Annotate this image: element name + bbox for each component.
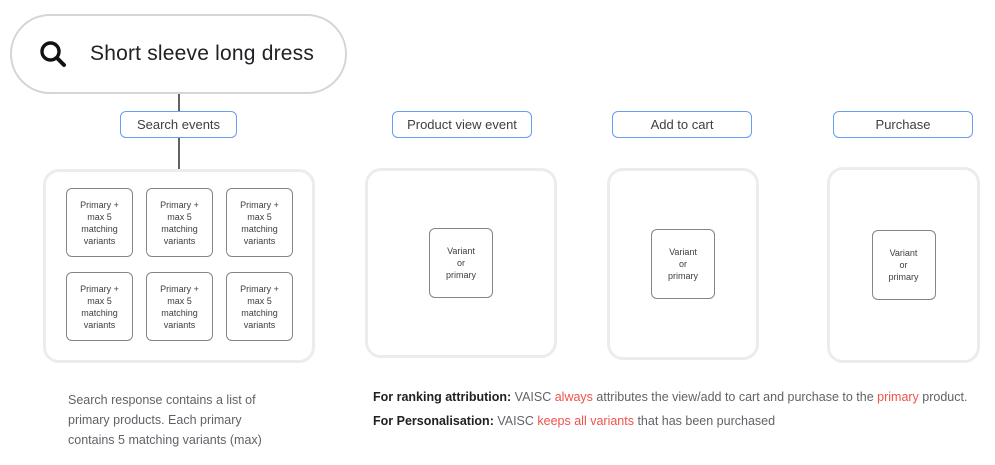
add-to-cart-container: Variant or primary bbox=[607, 168, 759, 360]
purchase-button[interactable]: Purchase bbox=[833, 111, 973, 138]
purchase-label: Purchase bbox=[875, 117, 931, 132]
result-box: Primary + max 5 matching variants bbox=[226, 188, 293, 257]
result-box: Primary + max 5 matching variants bbox=[146, 272, 213, 341]
add-to-cart-button[interactable]: Add to cart bbox=[612, 111, 752, 138]
result-box: Primary + max 5 matching variants bbox=[146, 188, 213, 257]
product-view-event-button[interactable]: Product view event bbox=[392, 111, 532, 138]
result-box: Primary + max 5 matching variants bbox=[226, 272, 293, 341]
variant-box: Variant or primary bbox=[651, 229, 715, 299]
result-box: Primary + max 5 matching variants bbox=[66, 188, 133, 257]
variant-box: Variant or primary bbox=[871, 230, 936, 300]
product-view-container: Variant or primary bbox=[365, 168, 557, 358]
search-query-text: Short sleeve long dress bbox=[90, 42, 315, 65]
search-icon bbox=[40, 41, 66, 67]
add-to-cart-label: Add to cart bbox=[650, 117, 714, 132]
purchase-container: Variant or primary bbox=[827, 167, 980, 363]
search-response-note-line: contains 5 matching variants (max) bbox=[68, 433, 262, 447]
product-view-event-label: Product view event bbox=[407, 117, 517, 132]
ranking-attribution-note: For ranking attribution: VAISC always at… bbox=[373, 390, 968, 404]
personalisation-note: For Personalisation: VAISC keeps all var… bbox=[373, 414, 776, 428]
variant-box: Variant or primary bbox=[429, 228, 493, 298]
search-response-note-line: primary products. Each primary bbox=[68, 413, 242, 427]
result-box: Primary + max 5 matching variants bbox=[66, 272, 133, 341]
attribution-notes: For ranking attribution: VAISC always at… bbox=[373, 389, 993, 429]
search-response-note-line: Search response contains a list of bbox=[68, 393, 256, 407]
search-events-label: Search events bbox=[136, 117, 221, 132]
search-events-button[interactable]: Search events bbox=[120, 111, 237, 138]
search-response-note: Search response contains a list of prima… bbox=[68, 390, 262, 450]
search-events-container: Primary + max 5 matching variants Primar… bbox=[43, 169, 315, 363]
search-input[interactable]: Short sleeve long dress bbox=[10, 14, 347, 94]
